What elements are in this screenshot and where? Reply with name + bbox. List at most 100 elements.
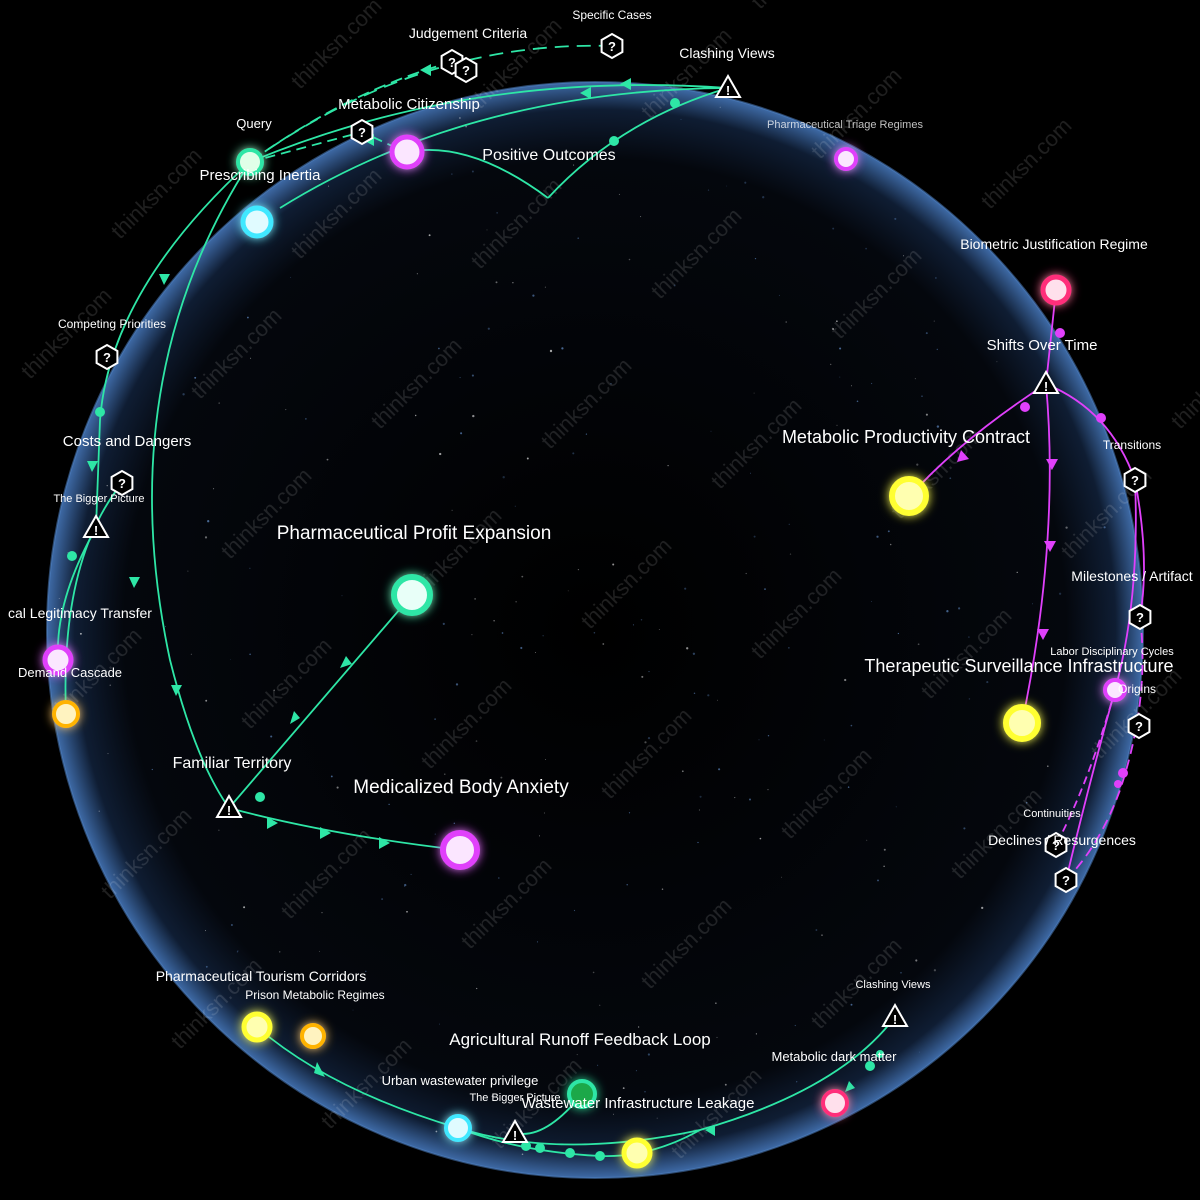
label-dark-matter: Metabolic dark matter [772, 1049, 898, 1064]
star [475, 740, 478, 742]
question-icon[interactable]: ? [1123, 466, 1147, 494]
hub-demand-cascade[interactable] [52, 700, 80, 728]
star [836, 424, 838, 426]
star [451, 528, 453, 529]
label-specific-cases: Specific Cases [572, 8, 651, 22]
hub-metabolic-dark-matter[interactable] [821, 1089, 849, 1117]
star [883, 848, 886, 851]
star [764, 588, 766, 590]
star [285, 409, 287, 411]
star [753, 392, 755, 394]
question-icon[interactable]: ? [1044, 831, 1068, 859]
hub-therapeutic-surveillance-infrastructure[interactable] [1003, 704, 1041, 742]
hub-prison-metabolic-regimes[interactable] [300, 1023, 326, 1049]
question-icon[interactable]: ? [1127, 712, 1151, 740]
star [58, 597, 60, 599]
star [434, 833, 436, 835]
star [573, 164, 575, 166]
label-surveillance-infrastructure: Therapeutic Surveillance Infrastructure [864, 656, 1173, 676]
hub-metabolic-productivity-contract[interactable] [889, 476, 929, 516]
star [919, 1051, 921, 1053]
watermark-text: thinksn.com [1166, 333, 1200, 434]
question-icon[interactable]: ? [95, 343, 119, 371]
marker-layer[interactable]: ???!??!!!?????!!? [82, 32, 1152, 1143]
star [488, 1040, 491, 1043]
star [521, 1153, 524, 1156]
warning-icon[interactable]: ! [215, 793, 243, 818]
star [532, 294, 535, 297]
marker-glyph: ? [462, 63, 470, 78]
hub-legitimacy-transfer[interactable] [42, 644, 74, 676]
star [963, 827, 966, 830]
hub-urban-wastewater-privilege[interactable] [444, 1114, 472, 1142]
warning-icon[interactable]: ! [714, 73, 742, 98]
star [383, 531, 385, 533]
marker-shape [82, 513, 110, 538]
warning-icon[interactable]: ! [501, 1118, 529, 1143]
label-triage-regimes: Pharmaceutical Triage Regimes [767, 119, 923, 131]
star [577, 569, 580, 571]
watermark-text: thinksn.com [106, 143, 207, 244]
star [599, 1004, 601, 1006]
node-layer[interactable] [42, 134, 1127, 1169]
star [750, 472, 751, 474]
hub-metabolic-citizenship[interactable] [389, 134, 425, 170]
hub-biometric-justification-regime[interactable] [1040, 274, 1072, 306]
warning-icon[interactable]: ! [1032, 369, 1060, 394]
star [935, 277, 937, 279]
globe-rim [46, 81, 1144, 1179]
star [218, 829, 220, 831]
star [416, 273, 418, 275]
marker-glyph: ! [227, 803, 231, 818]
star [968, 698, 971, 700]
question-icon[interactable]: ? [600, 32, 624, 60]
star [968, 636, 970, 638]
hub-labor-disciplinary-cycles[interactable] [1103, 678, 1127, 702]
star [698, 809, 700, 811]
star [673, 284, 676, 287]
question-icon[interactable]: ? [454, 56, 478, 84]
star [502, 476, 505, 479]
marker-shape [600, 32, 624, 60]
star [753, 535, 756, 538]
label-demand-cascade: Demand Cascade [18, 665, 122, 680]
star [632, 624, 634, 626]
question-icon[interactable]: ? [350, 118, 374, 146]
star [915, 959, 918, 962]
star [404, 886, 405, 887]
marker-shape [110, 469, 134, 497]
star [697, 841, 699, 844]
star [871, 382, 873, 385]
warning-icon[interactable]: ! [82, 513, 110, 538]
star [526, 457, 529, 460]
hub-query[interactable] [236, 148, 264, 176]
hub-medicalized-body-anxiety[interactable] [440, 830, 480, 870]
hub-bottom-yellow[interactable] [621, 1137, 653, 1169]
watermark-text: thinksn.com [746, 0, 847, 14]
question-icon[interactable]: ? [1128, 603, 1152, 631]
edge-query-familiar [151, 161, 251, 809]
hub-prescribing-inertia[interactable] [240, 205, 274, 239]
star [716, 699, 719, 701]
star [474, 598, 476, 600]
hub-pharmaceutical-triage-regimes[interactable] [834, 147, 858, 171]
star [850, 385, 852, 387]
hub-pharmaceutical-profit-expansion[interactable] [391, 574, 433, 616]
hub-wastewater-infrastructure-leakage[interactable] [567, 1079, 597, 1109]
star [592, 971, 595, 974]
star [435, 1130, 438, 1133]
star [693, 692, 696, 695]
star [788, 523, 790, 525]
star [628, 812, 631, 814]
question-icon[interactable]: ? [1054, 866, 1078, 894]
star [925, 332, 928, 335]
warning-icon[interactable]: ! [881, 1002, 909, 1027]
question-icon[interactable]: ? [110, 469, 134, 497]
star [442, 622, 445, 626]
marker-shape [501, 1118, 529, 1143]
star [512, 282, 514, 284]
star [781, 876, 783, 878]
hub-pharmaceutical-tourism-corridors[interactable] [241, 1011, 273, 1043]
